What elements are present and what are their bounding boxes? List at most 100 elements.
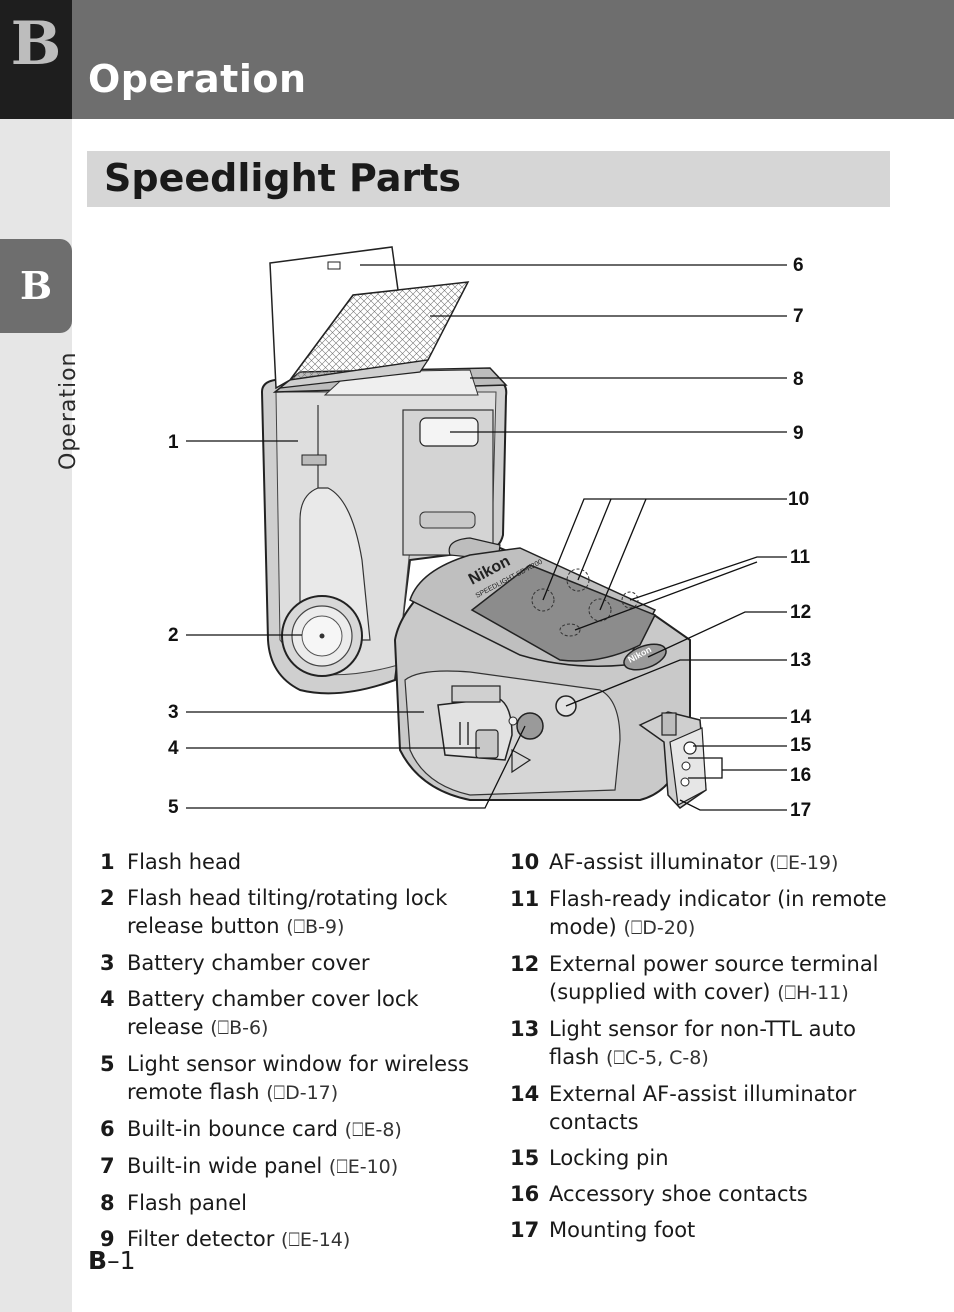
page-reference[interactable]: (⎕B-6) [210, 1017, 269, 1039]
part-item: 4 Battery chamber cover lock release (⎕B-… [100, 985, 480, 1042]
part-number: 14 [510, 1082, 540, 1106]
bounce-card [269, 246, 399, 390]
page-reference[interactable]: (⎕H-11) [777, 982, 849, 1004]
part-name: AF-assist illuminator [549, 850, 763, 874]
callout-15: 15 [790, 735, 812, 756]
part-item: 11 Flash-ready indicator (in remote mode)… [510, 885, 900, 942]
callout-11: 11 [790, 547, 811, 568]
part-item: 10 AF-assist illuminator (⎕E-19) [510, 848, 900, 877]
section-title: Speedlight Parts [104, 156, 462, 200]
page-reference[interactable]: (⎕B-9) [286, 916, 345, 938]
speedlight-diagram: Nikon SPEEDLIGHT SB-R200 Nikon [168, 246, 812, 821]
part-number: 15 [510, 1146, 540, 1170]
part-name: Battery chamber cover lock release [127, 987, 419, 1039]
part-name: Built-in bounce card [127, 1117, 338, 1141]
part-name: Flash head tilting/rotating lock release… [127, 886, 448, 938]
side-tab[interactable]: B [0, 239, 72, 333]
part-item: 5 Light sensor window for wireless remote… [100, 1050, 480, 1107]
part-item: 9 Filter detector (⎕E-14) [100, 1225, 480, 1254]
part-item: 16 Accessory shoe contacts [510, 1180, 900, 1208]
part-item: 7 Built-in wide panel (⎕E-10) [100, 1152, 480, 1181]
battery-cover [437, 685, 532, 774]
part-item: 12 External power source terminal (suppli… [510, 950, 900, 1007]
leader-lines [186, 264, 787, 811]
header-bar [0, 0, 954, 119]
part-number: 12 [510, 952, 540, 976]
part-name: Built-in wide panel [127, 1154, 323, 1178]
page-reference[interactable]: (⎕E-19) [769, 852, 839, 874]
chapter-letter: B [10, 9, 62, 79]
callout-7: 7 [793, 306, 804, 327]
part-number: 16 [510, 1182, 540, 1206]
callout-16: 16 [790, 765, 811, 786]
callout-13: 13 [790, 650, 811, 671]
part-name: External AF-assist illuminator contacts [549, 1082, 857, 1134]
callout-10: 10 [788, 489, 809, 510]
callout-2: 2 [168, 625, 179, 646]
side-tab-letter: B [19, 263, 53, 308]
callout-5: 5 [168, 797, 179, 818]
part-number: 2 [100, 886, 115, 910]
section-band [87, 151, 890, 207]
side-strip [0, 0, 72, 1312]
callout-8: 8 [793, 369, 804, 390]
callout-numbers: 1 2 3 4 5 6 7 8 9 10 11 12 13 14 15 16 1… [168, 255, 812, 821]
part-name: Locking pin [549, 1146, 669, 1170]
page-reference[interactable]: (⎕E-10) [328, 1156, 399, 1178]
header-title: Operation [88, 57, 307, 101]
part-item: 2 Flash head tilting/rotating lock releas… [100, 884, 480, 941]
part-name: Light sensor window for wireless remote … [127, 1052, 469, 1104]
part-name: Flash panel [127, 1191, 247, 1215]
page-reference[interactable]: (⎕D-20) [623, 917, 696, 939]
callout-14: 14 [790, 707, 812, 728]
callout-6: 6 [793, 255, 804, 276]
callout-3: 3 [168, 702, 179, 723]
part-name: Flash-ready indicator (in remote mode) [549, 887, 887, 939]
part-number: 1 [100, 850, 115, 874]
parts-list-left: 1 Flash head 2 Flash head tilting/rotating… [100, 848, 480, 1262]
part-number: 8 [100, 1191, 115, 1215]
part-number: 9 [100, 1227, 115, 1251]
callout-12: 12 [790, 602, 811, 623]
part-name: Filter detector [127, 1227, 275, 1251]
part-item: 1 Flash head [100, 848, 480, 876]
part-item: 3 Battery chamber cover [100, 949, 480, 977]
part-number: 4 [100, 987, 115, 1011]
part-item: 6 Built-in bounce card (⎕E-8) [100, 1115, 480, 1144]
callout-4: 4 [168, 738, 179, 759]
part-item: 14 External AF-assist illuminator contact… [510, 1080, 900, 1136]
part-item: 8 Flash panel [100, 1189, 480, 1217]
part-item: 13 Light sensor for non-TTL auto flash (⎕… [510, 1015, 900, 1072]
part-number: 11 [510, 887, 540, 911]
top-face: Nikon SPEEDLIGHT SB-R200 [409, 547, 657, 667]
part-item: 15 Locking pin [510, 1144, 900, 1172]
part-name: Light sensor for non-TTL auto flash [549, 1017, 856, 1069]
part-number: 5 [100, 1052, 115, 1076]
part-number: 3 [100, 951, 115, 975]
part-number: 17 [510, 1218, 540, 1242]
part-number: 6 [100, 1117, 115, 1141]
part-name: Battery chamber cover [127, 951, 370, 975]
part-number: 10 [510, 850, 540, 874]
chapter-letter-box: B [0, 0, 72, 119]
callout-17: 17 [790, 800, 811, 821]
part-number: 7 [100, 1154, 115, 1178]
part-name: Mounting foot [549, 1218, 696, 1242]
lock-release-button [281, 595, 363, 677]
page-number: B–1 [88, 1246, 135, 1275]
mounting-foot [638, 711, 707, 809]
parts-list-right: 10 AF-assist illuminator (⎕E-19) 11 Flash-… [510, 848, 900, 1252]
part-item: 17 Mounting foot [510, 1216, 900, 1244]
page-reference[interactable]: (⎕D-17) [266, 1082, 339, 1104]
callout-9: 9 [793, 423, 804, 444]
part-name: Flash head [127, 850, 242, 874]
page-number-suffix: –1 [107, 1246, 136, 1275]
page-number-prefix: B [88, 1246, 108, 1275]
part-name: External power source terminal (supplied… [549, 952, 879, 1004]
light-sensor-window [508, 712, 544, 740]
page-reference[interactable]: (⎕E-14) [281, 1229, 351, 1251]
page-reference[interactable]: (⎕E-8) [344, 1119, 402, 1141]
part-name: Accessory shoe contacts [549, 1182, 808, 1206]
part-number: 13 [510, 1017, 540, 1041]
page-reference[interactable]: (⎕C-5, C-8) [606, 1047, 709, 1069]
